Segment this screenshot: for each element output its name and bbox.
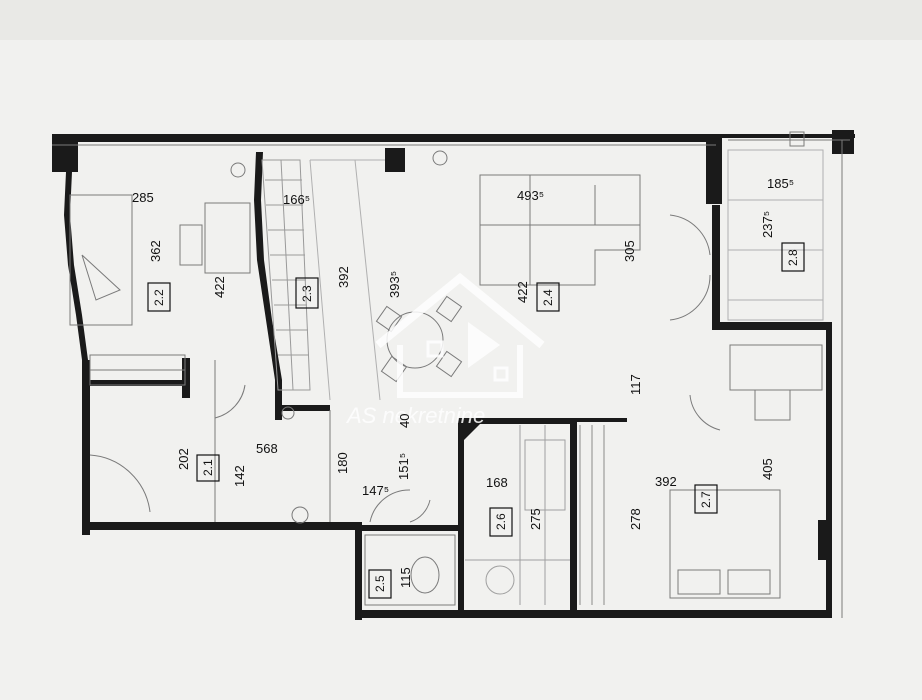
dim-2-4-b: 305 (622, 240, 637, 262)
dim-2-3-c: 393⁵ (387, 271, 402, 298)
svg-text:2.4: 2.4 (541, 289, 555, 306)
room-tags: 2.1 2.2 2.3 2.4 2.5 2.6 2.7 2.8 (147, 242, 805, 599)
dim-hall-1475: 147⁵ (362, 483, 389, 498)
svg-text:2.6: 2.6 (494, 513, 508, 530)
paper-edge-top (0, 0, 922, 40)
room-tag-2-7: 2.7 (694, 484, 718, 514)
dim-2-8-b: 237⁵ (760, 211, 775, 238)
dim-2-5-a: 115 (398, 567, 413, 588)
dim-2-1-c: 568 (256, 441, 278, 456)
watermark-window-icon (426, 340, 444, 358)
interior-lines (52, 131, 850, 618)
dim-2-2-c: 422 (212, 276, 227, 298)
watermark-text: AS nekretnine (345, 403, 485, 428)
svg-text:2.8: 2.8 (786, 249, 800, 266)
dim-hall-1515: 151⁵ (396, 453, 411, 480)
svg-text:2.1: 2.1 (201, 459, 215, 476)
dimensions: 202 142 568 285 362 422 166⁵ 392 393⁵ 49… (132, 176, 794, 588)
dim-2-2-a: 285 (132, 190, 154, 205)
watermark-window-small-icon (493, 366, 509, 382)
dim-2-6-b: 275 (528, 508, 543, 530)
watermark-house-icon (397, 345, 523, 398)
dim-2-7-c: 278 (628, 508, 643, 530)
room-tag-2-5: 2.5 (368, 569, 392, 599)
dim-2-6-a: 168 (486, 475, 508, 490)
room-tag-2-1: 2.1 (196, 454, 220, 482)
watermark-play-icon (468, 322, 500, 368)
dim-2-7-a: 392 (655, 474, 677, 489)
svg-text:2.3: 2.3 (300, 285, 314, 302)
dim-hall-40: 40 (397, 414, 412, 428)
dim-2-7-b: 405 (760, 458, 775, 480)
room-tag-2-3: 2.3 (295, 277, 319, 309)
dim-hall-117: 117 (628, 374, 643, 395)
dim-2-1-a: 202 (176, 448, 191, 470)
room-tag-2-6: 2.6 (489, 507, 513, 537)
dim-hall-180: 180 (335, 452, 350, 474)
room-tag-2-4: 2.4 (536, 282, 560, 312)
dim-2-3-a: 166⁵ (283, 192, 310, 207)
svg-text:2.2: 2.2 (152, 289, 166, 306)
watermark-roof-icon (375, 272, 545, 349)
dim-2-4-c: 422 (515, 281, 530, 303)
dim-2-8-a: 185⁵ (767, 176, 794, 191)
watermark: AS nekretnine (345, 272, 545, 428)
svg-text:2.7: 2.7 (699, 491, 713, 508)
room-tag-2-8: 2.8 (781, 242, 805, 272)
svg-text:2.5: 2.5 (373, 575, 387, 592)
dim-2-4-a: 493⁵ (517, 188, 544, 203)
dim-2-2-b: 362 (148, 240, 163, 262)
room-tag-2-2: 2.2 (147, 282, 171, 312)
dim-2-1-b: 142 (232, 465, 247, 487)
dim-2-3-b: 392 (336, 266, 351, 288)
